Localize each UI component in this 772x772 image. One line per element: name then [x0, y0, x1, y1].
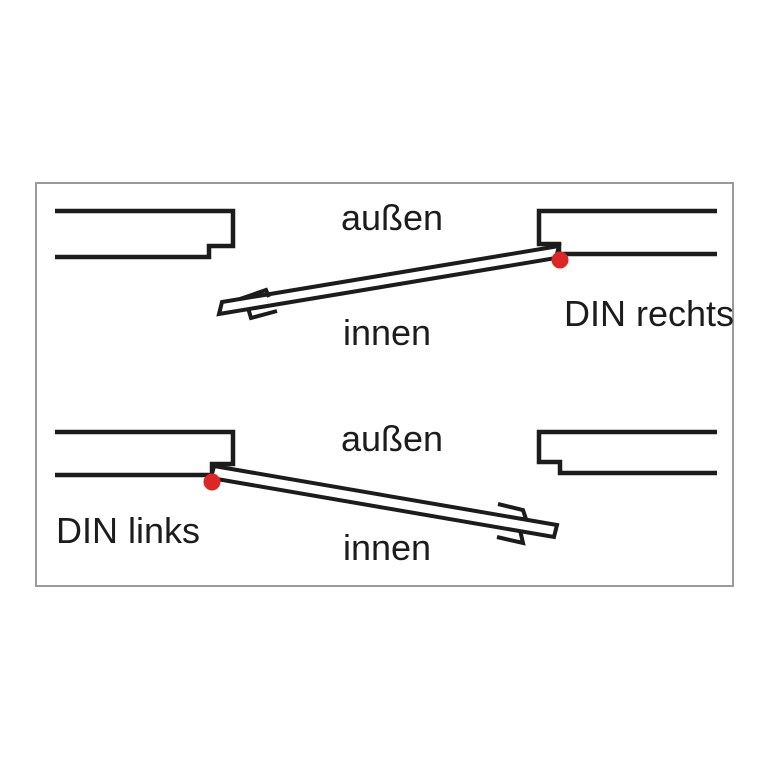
wall-section-bottom-left — [55, 429, 236, 478]
wall-section-top-right — [536, 208, 717, 257]
inside-label-bottom: innen — [342, 527, 432, 568]
door-handle-icon — [497, 502, 528, 520]
inside-label-top: innen — [342, 312, 432, 353]
door-handle-icon — [496, 529, 526, 546]
wall-section-top-left — [55, 208, 236, 260]
wall-section-bottom-right — [536, 429, 717, 476]
hinge-dot-left — [203, 473, 221, 491]
panel-din-rechts — [55, 208, 717, 321]
hinge-dot-right — [551, 251, 569, 269]
outside-label-top: außen — [340, 197, 444, 238]
door-leaf-top — [216, 243, 562, 317]
variant-label-din-links: DIN links — [56, 510, 201, 551]
variant-label-din-rechts: DIN rechts — [564, 293, 735, 334]
door-handle-icon — [246, 307, 278, 321]
outside-label-bottom: außen — [340, 418, 444, 459]
door-handle-icon — [239, 287, 271, 301]
panel-din-links — [55, 429, 717, 546]
diagram-frame — [35, 182, 734, 587]
